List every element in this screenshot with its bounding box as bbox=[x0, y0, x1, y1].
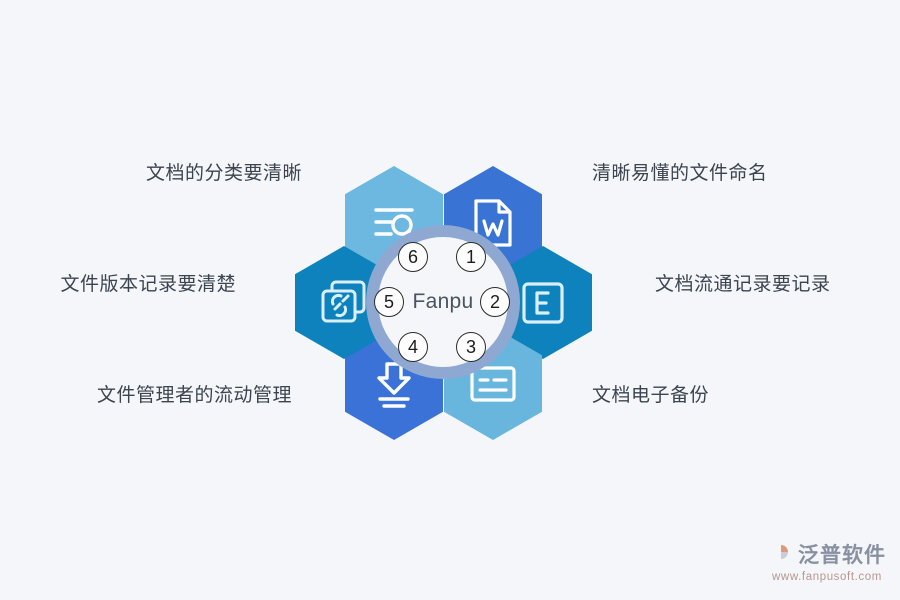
excel-document-icon bbox=[520, 280, 566, 326]
watermark-url: www.fanpusoft.com bbox=[772, 571, 882, 583]
watermark: 泛普软件 www.fanpusoft.com bbox=[766, 535, 888, 587]
watermark-top-row: 泛普软件 bbox=[768, 539, 886, 569]
segment-label-3: 文档电子备份 bbox=[592, 385, 710, 406]
segment-label-6: 文档的分类要清晰 bbox=[145, 163, 302, 184]
linked-pages-icon bbox=[319, 279, 369, 327]
number-badge-1[interactable]: 1 bbox=[456, 242, 486, 272]
watermark-brand: 泛普软件 bbox=[798, 544, 886, 567]
number-badge-5[interactable]: 5 bbox=[374, 287, 404, 317]
record-card-icon bbox=[468, 363, 518, 405]
number-badge-4[interactable]: 4 bbox=[398, 332, 428, 362]
segment-label-2: 文档流通记录要记录 bbox=[655, 274, 831, 295]
search-list-icon bbox=[369, 200, 419, 246]
center-brand-label: Fanpu bbox=[412, 290, 474, 313]
hexagon-cluster: Fanpu 6 1 2 3 4 5 bbox=[295, 160, 592, 445]
segment-label-5: 文件版本记录要清楚 bbox=[60, 274, 236, 295]
number-badge-6[interactable]: 6 bbox=[398, 242, 428, 272]
fanpu-logo-icon bbox=[768, 540, 794, 569]
segment-label-1: 清晰易懂的文件命名 bbox=[592, 163, 768, 184]
segment-label-4: 文件管理者的流动管理 bbox=[96, 385, 292, 406]
number-badge-3[interactable]: 3 bbox=[456, 332, 486, 362]
number-badge-2[interactable]: 2 bbox=[480, 287, 510, 317]
